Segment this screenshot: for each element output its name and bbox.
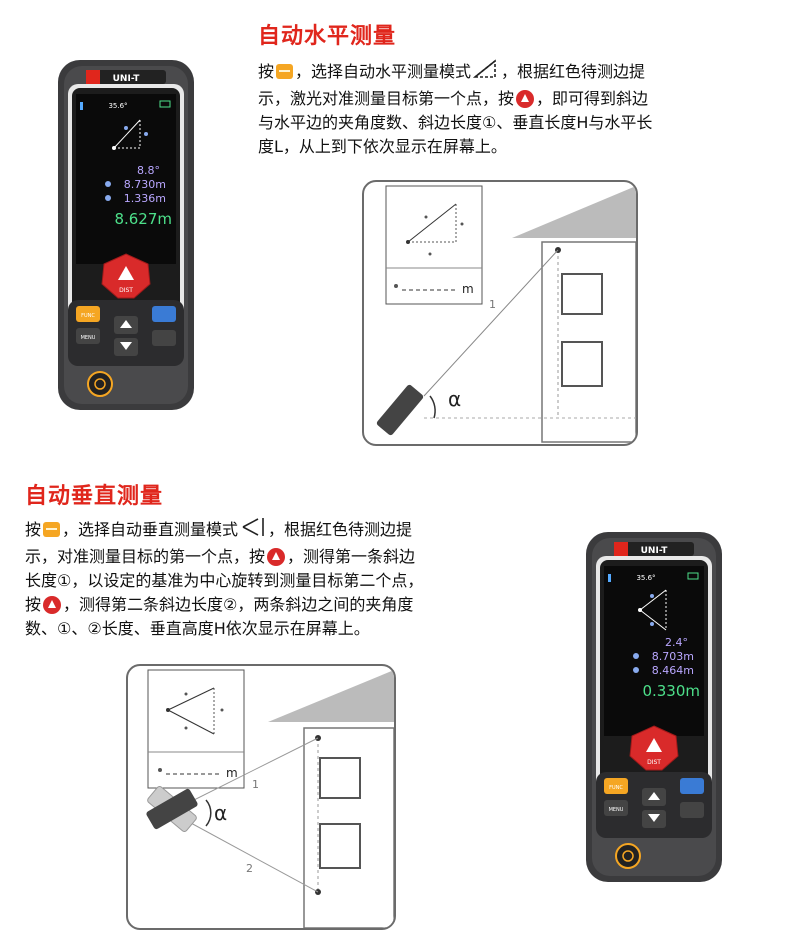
device1-status: 35.6° [108, 102, 127, 110]
paragraph-text: 长度①，以设定的基准为中心旋转到测量目标第二个点， [25, 571, 424, 590]
device2-dist-label: DIST [647, 759, 661, 766]
device1-line1: 8.730m [124, 178, 166, 191]
diagram-vertical-measure: m 1 2 α [126, 664, 396, 930]
device1-main-value: 8.627m [114, 210, 172, 228]
device1-dist-label: DIST [119, 287, 133, 294]
paragraph-text: ，测得第二条斜边长度②，两条斜边之间的夹角度 [63, 595, 414, 614]
section2-paragraph: 按 ，选择自动垂直测量模式 ，根据红色待测边提示，对准测量目标的第一个点，按 ，测得第… [25, 516, 545, 641]
paragraph-text: 数、①、②长度、垂直高度H依次显示在屏幕上。 [25, 619, 370, 638]
diagram2-label-1: 1 [252, 778, 259, 791]
paragraph-text: 按 [25, 520, 42, 539]
paragraph-text: ，选择自动垂直测量模式 [62, 520, 239, 539]
device2-status: 35.6° [636, 574, 655, 582]
section2-title: 自动垂直测量 [25, 484, 164, 509]
paragraph-text: ，根据红色待测边提 [268, 520, 413, 539]
mode-button-icon [276, 64, 294, 79]
mode-button-icon [43, 522, 61, 537]
paragraph-line: 与水平边的夹角度数、斜边长度①、垂直长度H与水平长 [258, 111, 758, 135]
device1-angle: 8.8° [137, 164, 160, 177]
section1-title: 自动水平测量 [258, 24, 397, 49]
device1-menu-label: MENU [81, 335, 96, 341]
diagram2-label-2: 2 [246, 862, 253, 875]
diagram1-alpha: α [448, 387, 461, 411]
paragraph-text: ，根据红色待测边提 [501, 62, 646, 81]
paragraph-text: 度L，从上到下依次显示在屏幕上。 [258, 137, 507, 156]
device1-brand: UNI-T [113, 74, 141, 84]
paragraph-text: 按 [258, 62, 275, 81]
diagram2-alpha: α [214, 801, 227, 825]
horizontal-mode-icon [472, 58, 499, 87]
paragraph-text: 示，激光对准测量目标第一个点，按 [258, 89, 515, 108]
section1-paragraph: 按 ，选择自动水平测量模式 ，根据红色待测边提示，激光对准测量目标第一个点，按 ，即可… [258, 58, 758, 159]
dist-button-icon [43, 595, 62, 614]
device1-line2: 1.336m [124, 192, 166, 205]
paragraph-line: 按 ，选择自动垂直测量模式 ，根据红色待测边提 [25, 516, 545, 545]
device2-angle: 2.4° [665, 636, 688, 649]
diagram1-label-1: 1 [489, 298, 496, 311]
paragraph-line: 数、①、②长度、垂直高度H依次显示在屏幕上。 [25, 617, 545, 641]
paragraph-line: 长度①，以设定的基准为中心旋转到测量目标第二个点， [25, 569, 545, 593]
paragraph-text: ，选择自动水平测量模式 [295, 62, 472, 81]
diagram-horizontal-measure: m 1 α [362, 180, 638, 446]
device2-brand: UNI-T [641, 546, 669, 556]
device2-main-value: 0.330m [642, 682, 700, 700]
diagram2-screen-unit: m [226, 766, 238, 780]
dist-button-icon [267, 547, 286, 566]
vertical-mode-icon [240, 516, 266, 545]
device2-line1: 8.703m [652, 650, 694, 663]
paragraph-line: 度L，从上到下依次显示在屏幕上。 [258, 135, 758, 159]
paragraph-line: 按 ，测得第二条斜边长度②，两条斜边之间的夹角度 [25, 593, 545, 617]
rangefinder-device-1: UNI-T 35.6° 8.8° 8.730m 1.336m 8.627m DI… [58, 60, 194, 410]
paragraph-text: 按 [25, 595, 42, 614]
paragraph-text: 示，对准测量目标的第一个点，按 [25, 547, 266, 566]
paragraph-text: ，测得第一条斜边 [287, 547, 416, 566]
paragraph-text: ，即可得到斜边 [536, 89, 649, 108]
paragraph-line: 示，对准测量目标的第一个点，按 ，测得第一条斜边 [25, 545, 545, 569]
device1-func-label: FUNC [81, 313, 95, 319]
rangefinder-device-2: UNI-T 35.6° 2.4° 8.703m 8.464m 0.330m DI… [586, 532, 722, 882]
diagram1-screen-unit: m [462, 282, 474, 296]
paragraph-text: 与水平边的夹角度数、斜边长度①、垂直长度H与水平长 [258, 113, 653, 132]
dist-button-icon [516, 89, 535, 108]
device2-menu-label: MENU [609, 807, 624, 813]
device2-line2: 8.464m [652, 664, 694, 677]
paragraph-line: 示，激光对准测量目标第一个点，按 ，即可得到斜边 [258, 87, 758, 111]
paragraph-line: 按 ，选择自动水平测量模式 ，根据红色待测边提 [258, 58, 758, 87]
device2-func-label: FUNC [609, 785, 623, 791]
